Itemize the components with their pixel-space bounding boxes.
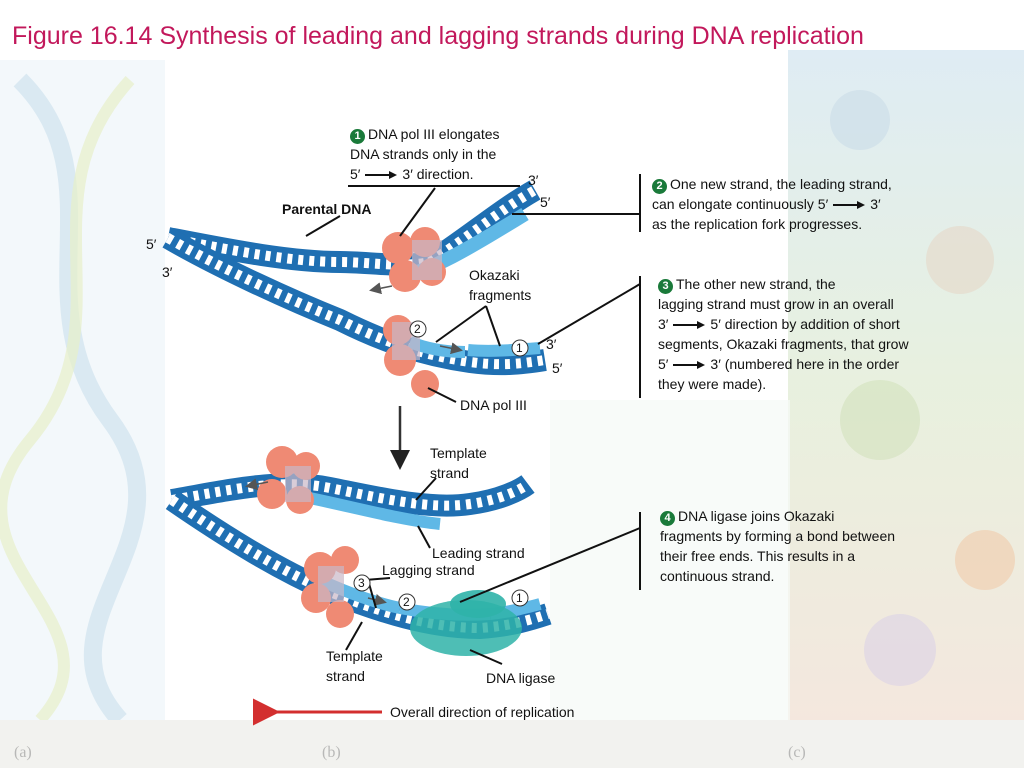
step4-line1: DNA ligase joins Okazaki bbox=[678, 508, 835, 524]
label-okazaki-line2: fragments bbox=[469, 287, 532, 303]
step1-to: 3′ direction. bbox=[402, 166, 474, 182]
label-template-bottom-line2: strand bbox=[326, 668, 365, 684]
fragment-number-top-1: 1 bbox=[516, 341, 523, 355]
label-lagging-strand: Lagging strand bbox=[382, 562, 475, 578]
label-dna-ligase: DNA ligase bbox=[486, 670, 556, 686]
fragment-number-bottom-3: 3 bbox=[358, 576, 365, 590]
step3-line3-end: 5′ direction by addition of short bbox=[710, 316, 900, 332]
step4-line3: their free ends. This results in a bbox=[660, 548, 856, 564]
step4-badge: 4 bbox=[660, 511, 675, 526]
top-fork-lagging-parental bbox=[162, 228, 547, 376]
prime-top-right-3: 3′ bbox=[528, 172, 539, 188]
dna-pol-iii-bottom-leading bbox=[257, 446, 320, 514]
step4-line2: fragments by forming a bond between bbox=[660, 528, 896, 544]
arrow-right-icon bbox=[365, 171, 398, 180]
fragment-number-bottom-1: 1 bbox=[516, 591, 523, 605]
label-template-bottom-line1: Template bbox=[326, 648, 383, 664]
label-dna-pol-iii: DNA pol III bbox=[460, 397, 527, 413]
step1-line1: DNA pol III elongates bbox=[368, 126, 500, 142]
label-parental-dna: Parental DNA bbox=[282, 201, 372, 217]
dna-ligase-shape bbox=[410, 590, 522, 656]
step1-from: 5′ bbox=[350, 166, 361, 182]
label-okazaki-line1: Okazaki bbox=[469, 267, 520, 283]
fragment-number-top-2: 2 bbox=[414, 322, 421, 336]
prime-lag-right-5: 5′ bbox=[552, 360, 563, 376]
bottom-leading-arrow bbox=[245, 478, 269, 491]
bottom-fork-top-parental bbox=[170, 473, 535, 517]
step3-line2: lagging strand must grow in an overall bbox=[658, 296, 894, 312]
prime-lag-right-3: 3′ bbox=[546, 336, 557, 352]
prime-left-3: 3′ bbox=[162, 264, 173, 280]
step2-badge: 2 bbox=[652, 179, 667, 194]
lagging-direction-arrow bbox=[439, 342, 463, 355]
bottom-fork-leading-strand bbox=[298, 490, 441, 530]
step3-badge: 3 bbox=[658, 279, 673, 294]
step2-line1: One new strand, the leading strand, bbox=[670, 176, 892, 192]
leader-lines bbox=[305, 174, 641, 665]
fragment-badges bbox=[353, 320, 529, 611]
bottom-lagging-arrow bbox=[367, 593, 387, 606]
step3-line4: segments, Okazaki fragments, that grow bbox=[658, 336, 909, 352]
prime-top-right-5: 5′ bbox=[540, 194, 551, 210]
top-fork-parental-strand bbox=[165, 180, 541, 276]
label-template-top-line2: strand bbox=[430, 465, 469, 481]
panel-label-b: (b) bbox=[322, 744, 341, 761]
step3-line1: The other new strand, the bbox=[676, 276, 836, 292]
dna-pol-iii-bottom-lagging bbox=[301, 546, 359, 628]
step3-line3-start: 3′ bbox=[658, 316, 669, 332]
dna-pol-iii-lagging bbox=[383, 315, 439, 398]
arrow-right-icon bbox=[673, 361, 706, 370]
step4-line4: continuous strand. bbox=[660, 568, 775, 584]
step1-badge: 1 bbox=[350, 129, 365, 144]
step2-line2-end: 3′ bbox=[870, 196, 881, 212]
dna-pol-iii-leading bbox=[382, 227, 446, 292]
step3-line5-end: 3′ (numbered here in the order bbox=[710, 356, 900, 372]
label-overall-direction: Overall direction of replication bbox=[390, 704, 575, 720]
prime-left-5: 5′ bbox=[146, 236, 157, 252]
arrow-right-icon bbox=[673, 321, 706, 330]
leading-direction-arrow bbox=[369, 282, 393, 295]
panel-label-a: (a) bbox=[14, 744, 32, 761]
fragment-number-bottom-2: 2 bbox=[403, 595, 410, 609]
step3-line5-start: 5′ bbox=[658, 356, 669, 372]
step2-line3: as the replication fork progresses. bbox=[652, 216, 863, 232]
page-title: Figure 16.14 Synthesis of leading and la… bbox=[12, 22, 864, 50]
panel-label-c: (c) bbox=[788, 744, 806, 761]
label-leading-strand: Leading strand bbox=[432, 545, 525, 561]
step3-line6: they were made). bbox=[658, 376, 767, 392]
step1-line2: DNA strands only in the bbox=[350, 146, 497, 162]
step2-line2: can elongate continuously 5′ bbox=[652, 196, 829, 212]
label-template-top-line1: Template bbox=[430, 445, 487, 461]
arrow-right-icon bbox=[833, 201, 866, 210]
